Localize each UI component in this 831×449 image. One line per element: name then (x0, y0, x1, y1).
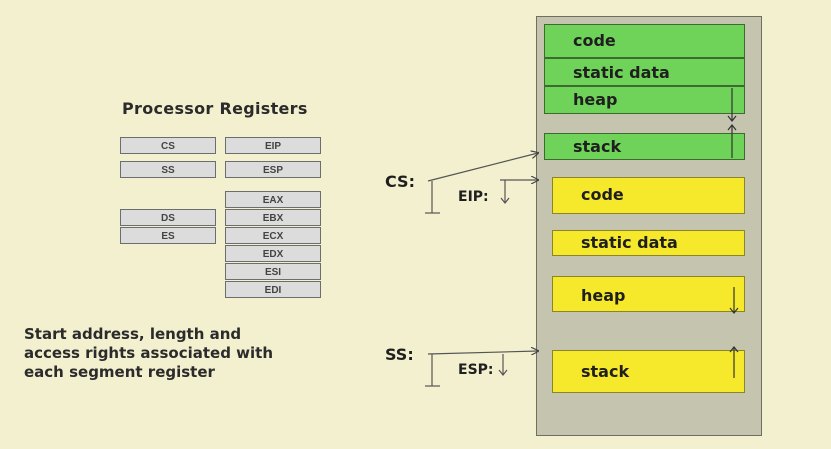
green-stack-segment: stack (544, 133, 745, 160)
register-cs: CS (120, 137, 216, 154)
yellow-stack-label: stack (581, 362, 630, 381)
green-code-segment: code (544, 24, 745, 58)
green-heap-label: heap (573, 90, 618, 109)
caption-line-2: access rights associated with (24, 344, 274, 362)
register-edi: EDI (225, 281, 321, 298)
yellow-heap-growth-arrow (729, 287, 739, 314)
green-stack-growth-arrow (727, 124, 737, 158)
register-eip: EIP (225, 137, 321, 154)
yellow-stack-segment: stack (552, 350, 745, 393)
yellow-static-data-label: static data (581, 233, 678, 252)
green-stack-label: stack (573, 137, 622, 156)
register-ecx: ECX (225, 227, 321, 244)
green-heap-segment: heap (544, 86, 745, 114)
caption-line-3: each segment register (24, 363, 215, 381)
register-ss: SS (120, 161, 216, 178)
cs-pointer-arrow (427, 153, 538, 182)
yellow-stack-growth-arrow (729, 346, 739, 378)
eip-pointer-arrow (500, 180, 538, 204)
green-static-data-segment: static data (544, 58, 745, 86)
page-title: Processor Registers (122, 99, 308, 118)
caption: Start address, length and access rights … (24, 325, 384, 382)
register-es: ES (120, 227, 216, 244)
ss-bracket (425, 354, 440, 387)
green-heap-growth-arrow (727, 88, 737, 122)
yellow-heap-segment: heap (552, 276, 745, 312)
green-code-label: code (573, 31, 616, 50)
register-ds: DS (120, 209, 216, 226)
yellow-static-data-segment: static data (552, 230, 745, 256)
yellow-code-segment: code (552, 177, 745, 214)
register-eax: EAX (225, 191, 321, 208)
ss-label: SS: (385, 345, 414, 364)
eip-label: EIP: (458, 189, 489, 205)
yellow-heap-label: heap (581, 286, 626, 305)
cs-bracket (425, 181, 440, 214)
esp-label: ESP: (458, 362, 494, 378)
caption-line-1: Start address, length and (24, 325, 242, 343)
register-ebx: EBX (225, 209, 321, 226)
esp-pointer-arrow (498, 354, 508, 376)
yellow-code-label: code (581, 185, 624, 204)
ss-pointer-arrow (427, 351, 538, 354)
register-esi: ESI (225, 263, 321, 280)
cs-label: CS: (385, 172, 415, 191)
register-esp: ESP (225, 161, 321, 178)
green-static-data-label: static data (573, 63, 670, 82)
register-edx: EDX (225, 245, 321, 262)
